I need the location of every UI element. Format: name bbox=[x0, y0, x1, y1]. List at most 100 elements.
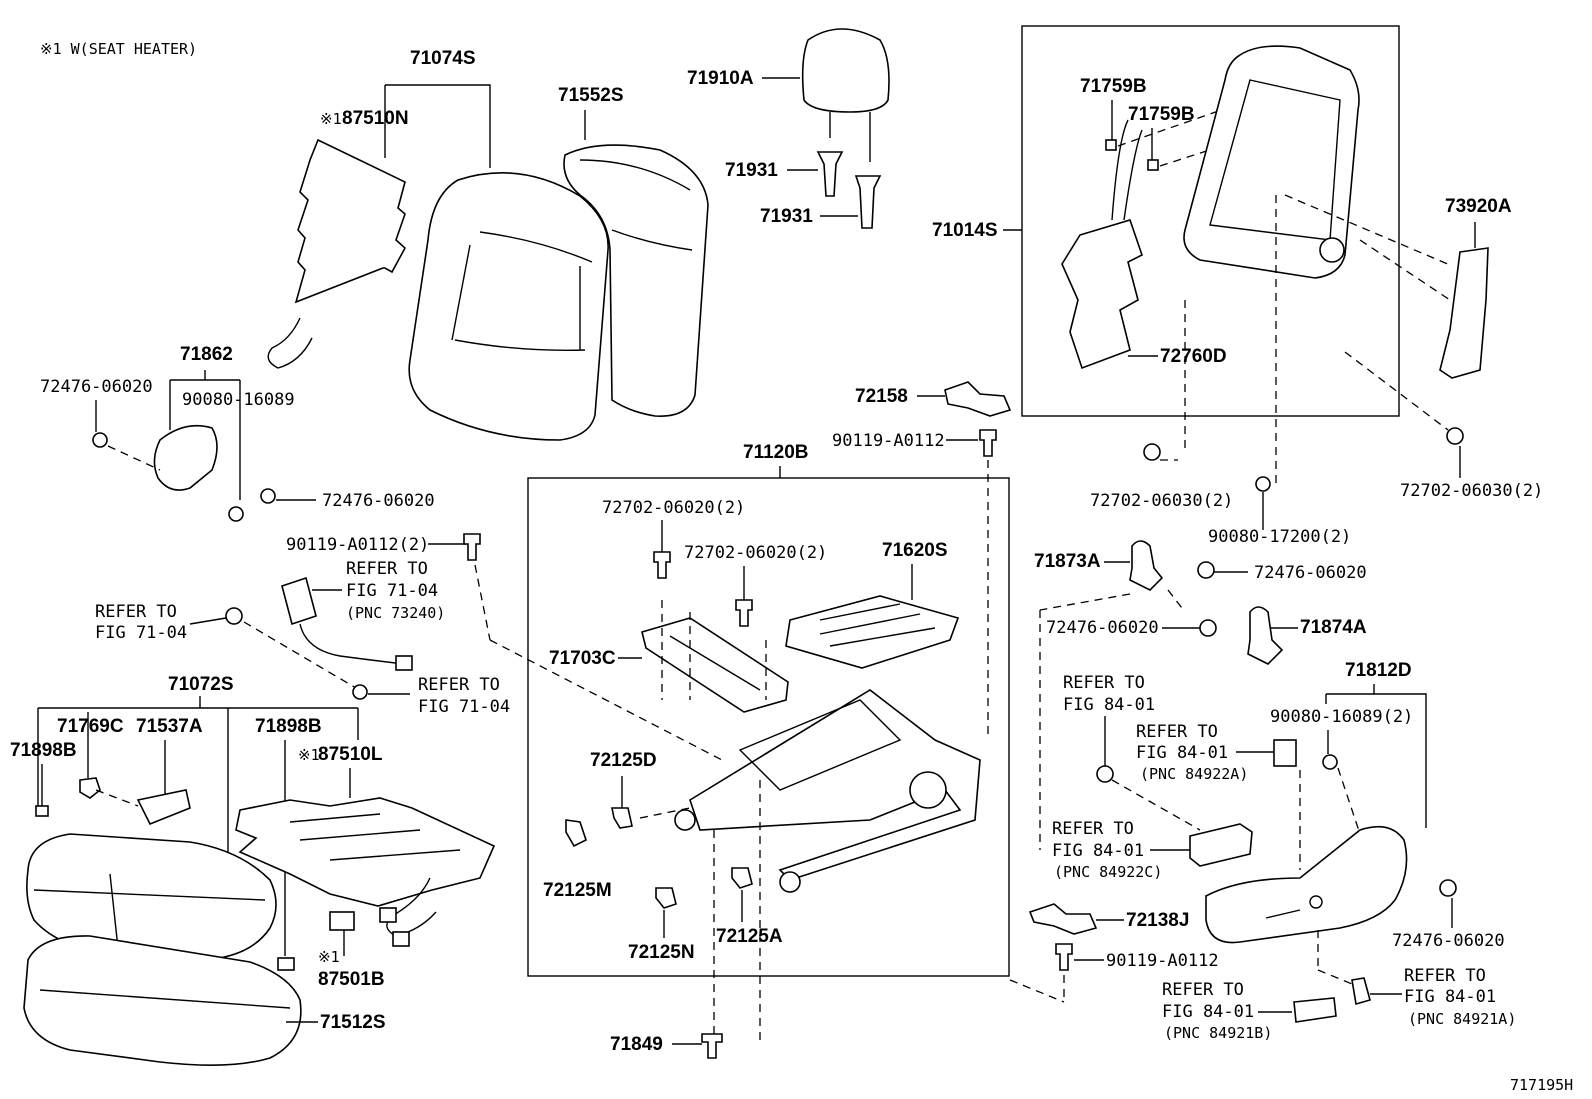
bolt-90119c[interactable] bbox=[1055, 943, 1073, 971]
part-71759Bb[interactable]: 71759B bbox=[1128, 104, 1195, 125]
part-90119b[interactable]: 90119-A0112(2) bbox=[286, 535, 429, 555]
refer5-line3[interactable]: (PNC 84922A) bbox=[1140, 765, 1248, 783]
lumbar-support[interactable] bbox=[1061, 219, 1143, 370]
part-87510L[interactable]: 87510L bbox=[318, 744, 383, 765]
refer1-line1[interactable]: REFER TO bbox=[346, 559, 428, 579]
part-71537A[interactable]: 71537A bbox=[136, 716, 203, 737]
adjuster-motor[interactable] bbox=[909, 771, 947, 809]
part-90119c[interactable]: 90119-A0112 bbox=[1106, 951, 1219, 971]
nut-90080b[interactable] bbox=[1255, 476, 1271, 492]
recliner-cover[interactable] bbox=[153, 424, 218, 491]
hook-71769C[interactable] bbox=[79, 777, 101, 799]
refer6-line1[interactable]: REFER TO bbox=[1052, 819, 1134, 839]
part-71873A[interactable]: 71873A bbox=[1034, 551, 1101, 572]
switch-84922A[interactable] bbox=[1273, 739, 1297, 767]
bracket-72125D[interactable] bbox=[611, 807, 633, 829]
part-71512S[interactable]: 71512S bbox=[320, 1012, 386, 1033]
recliner-hinge[interactable] bbox=[1319, 237, 1345, 263]
seat-spring-assembly[interactable] bbox=[785, 595, 960, 669]
bolt-72476b[interactable] bbox=[260, 488, 276, 504]
part-72138J[interactable]: 72138J bbox=[1126, 910, 1189, 931]
seat-side-shield[interactable] bbox=[1205, 825, 1408, 944]
bolt-72476c[interactable] bbox=[1197, 561, 1215, 579]
refer8-line3[interactable]: (PNC 84921A) bbox=[1408, 1010, 1516, 1028]
part-72702b[interactable]: 72702-06020(2) bbox=[684, 543, 827, 563]
knob-84921A[interactable] bbox=[1351, 977, 1371, 1006]
part-71120B[interactable]: 71120B bbox=[743, 442, 809, 463]
part-72125A[interactable]: 72125A bbox=[716, 926, 783, 947]
part-71769C[interactable]: 71769C bbox=[57, 716, 124, 737]
part-71874A[interactable]: 71874A bbox=[1300, 617, 1367, 638]
part-87510N[interactable]: 87510N bbox=[342, 108, 409, 129]
part-73920A[interactable]: 73920A bbox=[1445, 196, 1512, 217]
part-90080b[interactable]: 90080-17200(2) bbox=[1208, 527, 1351, 547]
seatback-pad[interactable] bbox=[563, 144, 709, 417]
refer2-line2[interactable]: FIG 71-04 bbox=[95, 623, 187, 643]
refer6-line2[interactable]: FIG 84-01 bbox=[1052, 841, 1144, 861]
screw-90080a[interactable] bbox=[228, 506, 244, 522]
part-72476a[interactable]: 72476-06020 bbox=[40, 377, 153, 397]
part-72158-shape[interactable] bbox=[944, 381, 1012, 417]
part-72158[interactable]: 72158 bbox=[855, 386, 908, 407]
clip-71759Ba[interactable] bbox=[1105, 139, 1117, 151]
seat-cushion-pad[interactable] bbox=[23, 935, 302, 1066]
part-71910A[interactable]: 71910A bbox=[687, 68, 754, 89]
clip-71898Bb[interactable] bbox=[277, 957, 295, 971]
bolt-90119b[interactable] bbox=[463, 533, 481, 561]
part-90080c[interactable]: 90080-16089(2) bbox=[1270, 707, 1413, 727]
part-72702a[interactable]: 72702-06020(2) bbox=[602, 498, 745, 518]
part-87501B[interactable]: 87501B bbox=[318, 969, 385, 990]
bolt-72476a[interactable] bbox=[92, 432, 108, 448]
seat-cushion-cover[interactable] bbox=[26, 833, 277, 961]
bolt-72702b[interactable] bbox=[735, 599, 753, 627]
seatback-heater-mat[interactable] bbox=[294, 138, 407, 304]
headrest[interactable] bbox=[801, 28, 890, 113]
refer7-line2[interactable]: FIG 84-01 bbox=[1162, 1002, 1254, 1022]
bracket-72125M-shape[interactable] bbox=[565, 819, 587, 848]
refer4-screw[interactable] bbox=[1096, 765, 1114, 783]
screw-90080c[interactable] bbox=[1322, 754, 1338, 770]
part-71862[interactable]: 71862 bbox=[180, 344, 233, 365]
part-72476b[interactable]: 72476-06020 bbox=[322, 491, 435, 511]
clip-71898Ba[interactable] bbox=[35, 805, 49, 817]
switch-84922C[interactable] bbox=[1189, 823, 1253, 867]
refer2-bolt[interactable] bbox=[225, 607, 243, 625]
seatback-side-cover[interactable] bbox=[1439, 247, 1489, 379]
part-71898Ba[interactable]: 71898B bbox=[10, 740, 77, 761]
refer1-line2[interactable]: FIG 71-04 bbox=[346, 581, 438, 601]
bracket-72125A-shape[interactable] bbox=[731, 867, 753, 889]
part-71620S[interactable]: 71620S bbox=[882, 540, 948, 561]
part-71552S[interactable]: 71552S bbox=[558, 85, 624, 106]
part-72702c[interactable]: 72702-06030(2) bbox=[1090, 491, 1233, 511]
part-90080a[interactable]: 90080-16089 bbox=[182, 390, 295, 410]
refer3-line1[interactable]: REFER TO bbox=[418, 675, 500, 695]
refer3-washer[interactable] bbox=[352, 684, 368, 700]
part-71072S[interactable]: 71072S bbox=[168, 674, 234, 695]
refer8-line1[interactable]: REFER TO bbox=[1404, 966, 1486, 986]
bracket-71873A[interactable] bbox=[1129, 540, 1164, 591]
bolt-72476e[interactable] bbox=[1439, 879, 1457, 897]
bolt-90119a[interactable] bbox=[979, 429, 997, 457]
refer5-line1[interactable]: REFER TO bbox=[1136, 722, 1218, 742]
part-71849[interactable]: 71849 bbox=[610, 1034, 663, 1055]
part-72702d[interactable]: 72702-06030(2) bbox=[1400, 481, 1543, 501]
part-72476d[interactable]: 72476-06020 bbox=[1046, 618, 1159, 638]
clip-71759Bb[interactable] bbox=[1147, 159, 1159, 171]
seatback-cover[interactable] bbox=[408, 172, 609, 441]
seat-belt-buckle[interactable] bbox=[281, 576, 317, 626]
part-72125N[interactable]: 72125N bbox=[628, 942, 695, 963]
cushion-heater-mat[interactable] bbox=[235, 797, 496, 907]
part-71812D[interactable]: 71812D bbox=[1345, 660, 1412, 681]
refer6-line3[interactable]: (PNC 84922C) bbox=[1054, 863, 1162, 881]
refer5-line2[interactable]: FIG 84-01 bbox=[1136, 743, 1228, 763]
part-71703C[interactable]: 71703C bbox=[549, 648, 616, 669]
bolt-72476d[interactable] bbox=[1199, 619, 1217, 637]
refer4-line1[interactable]: REFER TO bbox=[1063, 673, 1145, 693]
part-71074S[interactable]: 71074S bbox=[410, 48, 476, 69]
bracket-72125N-shape[interactable] bbox=[655, 887, 677, 909]
refer7-line3[interactable]: (PNC 84921B) bbox=[1164, 1024, 1272, 1042]
part-72476c[interactable]: 72476-06020 bbox=[1254, 563, 1367, 583]
bolt-71849[interactable] bbox=[701, 1033, 723, 1059]
part-71898Bb[interactable]: 71898B bbox=[255, 716, 322, 737]
bolt-72702a[interactable] bbox=[653, 551, 671, 579]
